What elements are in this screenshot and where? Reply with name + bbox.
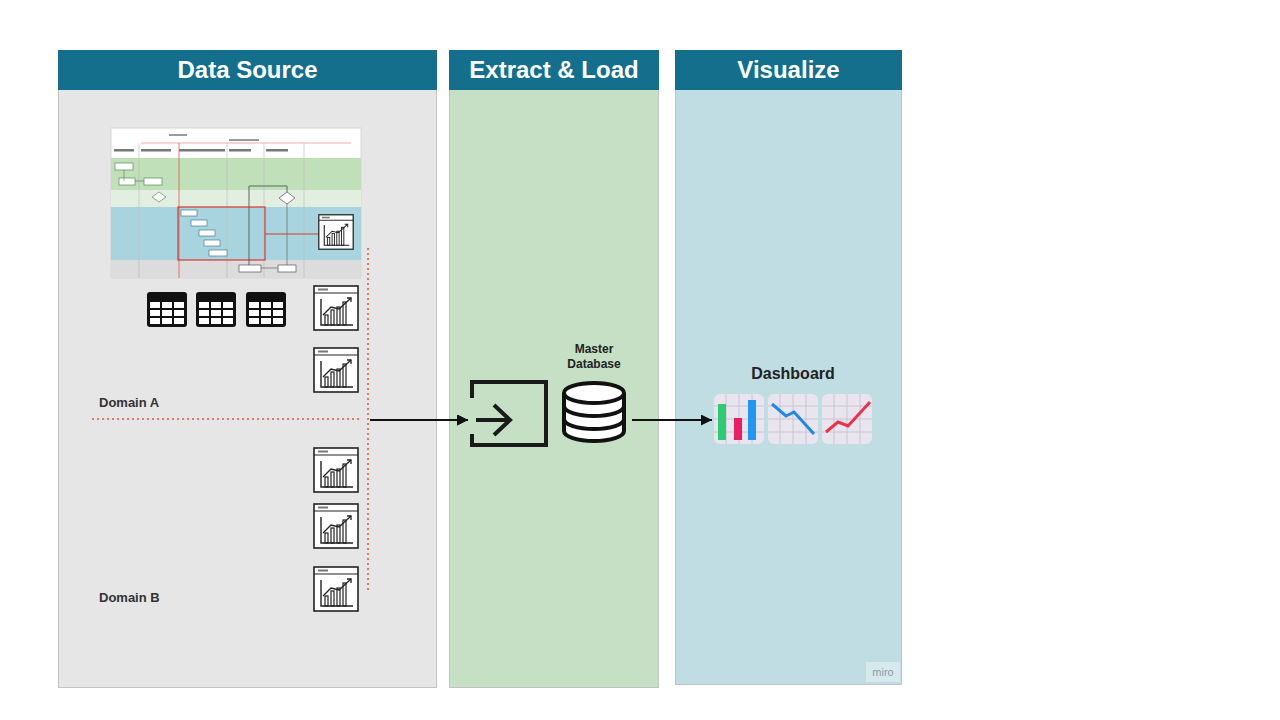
domain-divider	[92, 418, 362, 420]
swimlane-panel: Extract & LoadMaster Database	[449, 50, 659, 688]
report-icon	[314, 567, 358, 611]
domain-label: Domain A	[99, 395, 370, 411]
watermark: miro	[866, 662, 900, 682]
dashboard-node: Dashboard	[712, 362, 874, 446]
panel-header: Visualize	[675, 50, 902, 90]
database-node: Master Database	[468, 340, 632, 448]
import-icon	[472, 382, 546, 445]
table-icon	[246, 292, 286, 327]
process-illustration	[111, 128, 361, 278]
domain-label: Domain B	[99, 590, 370, 606]
bar-chart-icon	[714, 394, 764, 444]
report-icon	[314, 504, 358, 548]
report-icon	[314, 348, 358, 392]
domain-region: Domain B	[92, 420, 370, 615]
table-icon	[147, 292, 187, 327]
flow-arrow	[370, 419, 468, 421]
panel-header: Data Source	[58, 50, 437, 90]
panel-header: Extract & Load	[449, 50, 659, 90]
domain-divider	[367, 248, 369, 592]
line-chart-icon	[768, 394, 818, 444]
report-icon	[314, 286, 358, 330]
watermark-box: miro	[866, 662, 900, 682]
report-icon	[314, 448, 358, 492]
panel-title: Visualize	[675, 50, 902, 90]
swimlane-panel: VisualizeDashboard	[675, 50, 902, 685]
line-chart-icon	[822, 394, 872, 444]
table-icon	[196, 292, 236, 327]
flow-arrow	[632, 419, 712, 421]
flow-arrow	[370, 419, 468, 421]
swimlane-panel: Data SourceDomain A Domain B	[58, 50, 437, 688]
database-icon	[564, 383, 624, 441]
report-icon	[319, 215, 353, 249]
node-label: Dashboard	[712, 364, 874, 384]
panel-title: Extract & Load	[449, 50, 659, 90]
domain-region: Domain A	[92, 245, 370, 420]
node-label: Master Database	[557, 342, 631, 372]
panel-title: Data Source	[58, 50, 437, 90]
